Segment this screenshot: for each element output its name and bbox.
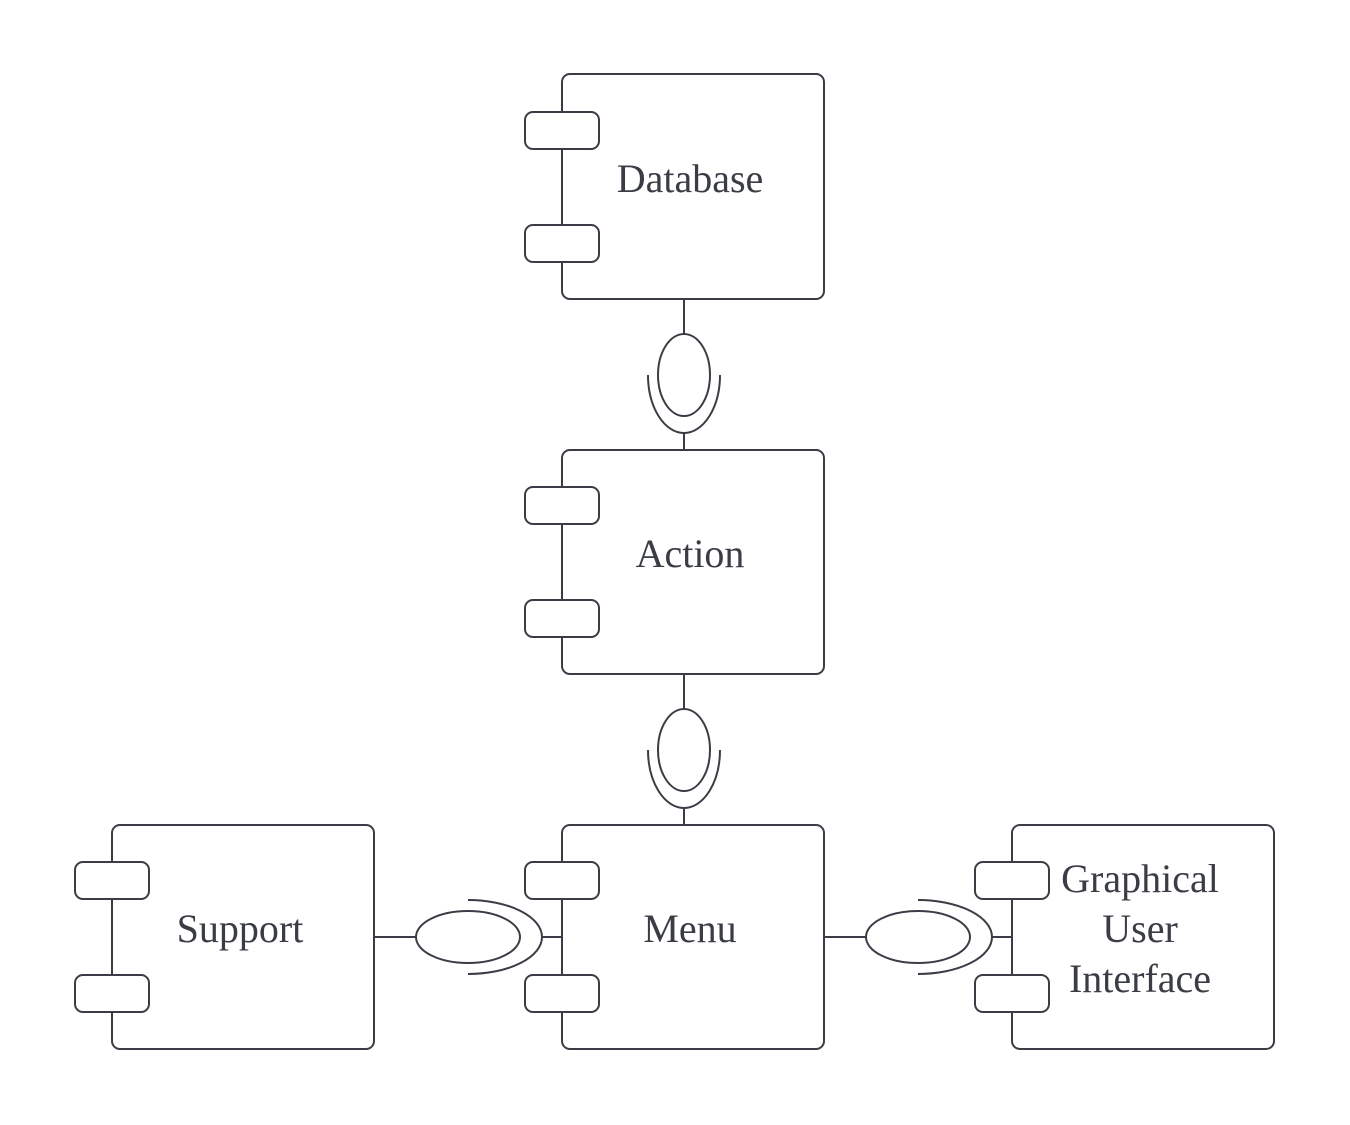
required-interface-socket xyxy=(647,374,721,434)
component-database[interactable]: Database xyxy=(524,73,825,300)
component-label: Database xyxy=(617,156,764,201)
component-support[interactable]: Support xyxy=(74,824,375,1050)
component-label: Menu xyxy=(643,906,736,951)
connector-menu-gui xyxy=(824,899,1012,975)
component-body xyxy=(561,449,825,675)
provided-interface-ball xyxy=(415,910,521,964)
required-interface-socket xyxy=(467,899,543,975)
component-port-bottom xyxy=(524,599,600,638)
component-graphical-user-interface[interactable]: Graphical User Interface xyxy=(974,824,1275,1050)
component-port-bottom xyxy=(974,974,1050,1013)
component-body xyxy=(111,824,375,1050)
connector-database-action xyxy=(647,299,721,450)
provided-interface-ball xyxy=(657,708,711,792)
component-label: Action xyxy=(636,531,745,576)
component-menu[interactable]: Menu xyxy=(524,824,825,1050)
component-port-bottom xyxy=(74,974,150,1013)
component-port-bottom xyxy=(524,224,600,263)
provided-interface-ball xyxy=(865,910,971,964)
component-body xyxy=(561,824,825,1050)
component-label-line-3: Interface xyxy=(1069,956,1211,1001)
required-interface-socket xyxy=(917,899,993,975)
component-label-line-2: User xyxy=(1102,906,1178,951)
component-label-line-1: Graphical xyxy=(1061,856,1219,901)
component-port-bottom xyxy=(524,974,600,1013)
connector-action-menu xyxy=(647,674,721,825)
required-interface-socket xyxy=(647,749,721,809)
component-label: Support xyxy=(177,906,304,951)
component-port-top xyxy=(74,861,150,900)
provided-interface-ball xyxy=(657,333,711,417)
component-body xyxy=(561,73,825,300)
component-port-top xyxy=(524,861,600,900)
component-port-top xyxy=(524,111,600,150)
component-port-top xyxy=(974,861,1050,900)
connector-support-menu xyxy=(374,899,562,975)
component-action[interactable]: Action xyxy=(524,449,825,675)
component-body xyxy=(1011,824,1275,1050)
component-port-top xyxy=(524,486,600,525)
